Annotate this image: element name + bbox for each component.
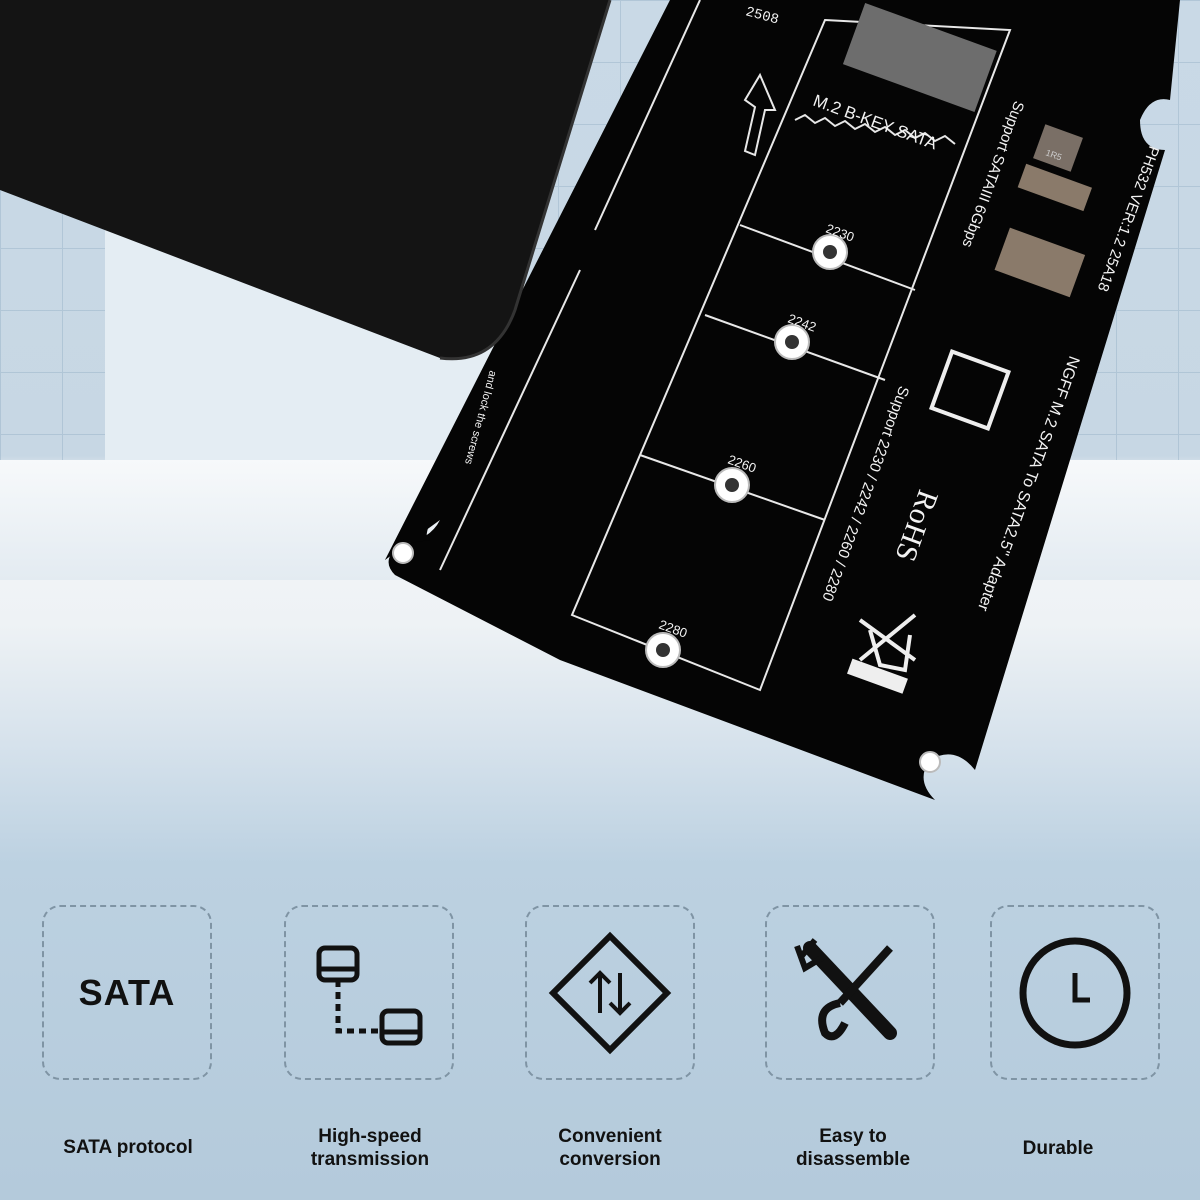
- inductor: [1033, 124, 1083, 172]
- feature-card-speed: [284, 905, 454, 1080]
- feature-label-durable: Durable: [1022, 1138, 1094, 1159]
- clock-icon: [1019, 937, 1131, 1048]
- feature-label-conversion: Convenient conversion: [558, 1126, 662, 1170]
- sata-text-icon: SATA: [78, 971, 176, 1013]
- feature-card-durable: [990, 905, 1160, 1080]
- conversion-arrows-icon: [548, 931, 672, 1054]
- pcb-board: [385, 0, 1180, 800]
- weee-icon: [847, 613, 917, 694]
- cert-mark: [928, 348, 1012, 432]
- feature-label-speed: High-speed transmission: [310, 1126, 430, 1170]
- ssd-drive: [0, 0, 610, 359]
- network-transfer-icon: [316, 945, 423, 1045]
- feature-label-disassemble: Easy to disassemble: [795, 1126, 911, 1170]
- feature-label-sata: SATA protocol: [63, 1137, 193, 1158]
- m2-connector: [842, 2, 997, 112]
- feature-card-conversion: [525, 905, 695, 1080]
- adapter-photo: M.2 B-KEY SATA 2230 2242 2260 2280 PH532…: [0, 0, 1180, 800]
- mount-holes: [392, 234, 941, 773]
- wrench-screwdriver-icon: [794, 937, 897, 1040]
- feature-card-sata: SATA: [42, 905, 212, 1080]
- feature-card-disassemble: [765, 905, 935, 1080]
- m2-outline: [570, 18, 1012, 692]
